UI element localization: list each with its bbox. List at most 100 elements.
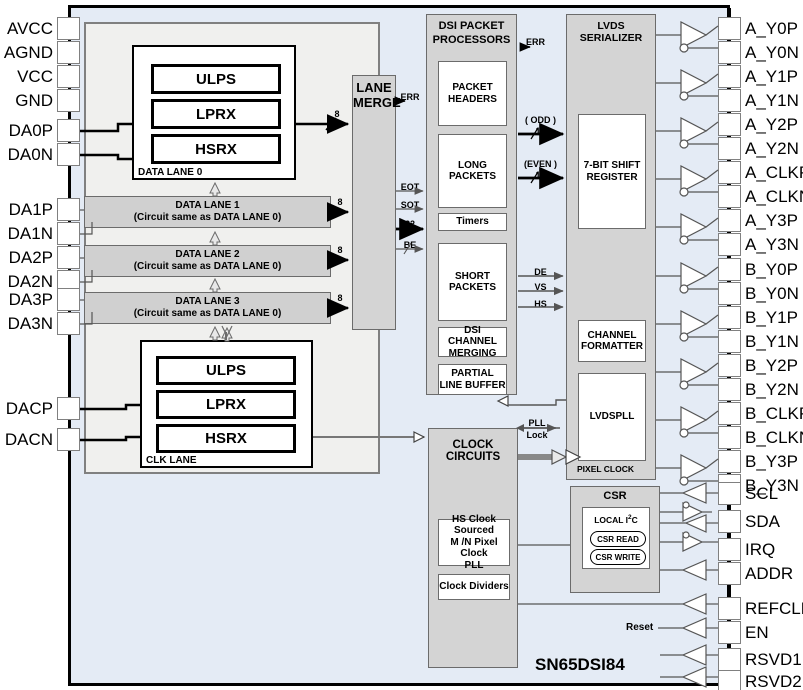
lvds-shift-register: 7-BIT SHIFT REGISTER xyxy=(578,114,646,229)
pin-label-b_y1n: B_Y1N xyxy=(745,332,799,351)
pin-label-rsvd2: RSVD2 xyxy=(745,672,802,690)
lane-merge-block: LANE MERGE xyxy=(352,75,401,330)
pin-a_clkp xyxy=(718,161,741,184)
dpp-short-packets: SHORT PACKETS xyxy=(438,243,507,321)
clk-lane-hsrx: HSRX xyxy=(156,424,296,453)
pin-label-da3n: DA3N xyxy=(7,314,53,333)
pin-b_clkp xyxy=(718,402,741,425)
dpp-timers-label: Timers xyxy=(456,216,489,228)
dpp-output-signal: VS xyxy=(534,282,547,292)
pin-a_y1p xyxy=(718,65,741,88)
csr-i2c-post: C xyxy=(631,514,638,525)
pin-da1p xyxy=(57,198,80,221)
dsi-packet-processors-block: DSI PACKET PROCESSORS PACKET HEADERS LON… xyxy=(426,14,517,395)
pin-label-b_y0p: B_Y0P xyxy=(745,260,798,279)
pin-label-b_clkn: B_CLKN xyxy=(745,428,803,447)
data-lane-2-title: DATA LANE 2 xyxy=(175,248,240,260)
pin-label-a_y1n: A_Y1N xyxy=(745,91,799,110)
data-lane-3-subtitle: (Circuit same as DATA LANE 0) xyxy=(133,308,282,319)
csr-read-button[interactable]: CSR READ xyxy=(597,534,639,544)
pin-dacn xyxy=(57,428,80,451)
pin-gnd xyxy=(57,89,80,112)
pin-irq xyxy=(718,538,741,561)
csr-write-button[interactable]: CSR WRITE xyxy=(595,552,641,562)
clock-pll-l2: M /N Pixel Clock xyxy=(450,536,498,560)
pin-dacp xyxy=(57,397,80,420)
data-lane-0-lprx: LPRX xyxy=(151,99,281,129)
clock-circuits-block: CLOCK CIRCUITS HS Clock Sourced M /N Pix… xyxy=(428,428,518,668)
pin-label-a_y3p: A_Y3P xyxy=(745,211,798,230)
dpp-dsi-channel-merging: DSI CHANNEL MERGING xyxy=(438,324,507,359)
pll-lock-l2: Lock xyxy=(526,429,548,440)
pin-label-da0p: DA0P xyxy=(8,121,53,140)
clk-lane-block: ULPS LPRX HSRX CLK LANE xyxy=(140,340,313,468)
pin-label-b_y1p: B_Y1P xyxy=(745,308,798,327)
pin-a_clkn xyxy=(718,185,741,208)
pin-en xyxy=(718,621,741,644)
pin-label-da2p: DA2P xyxy=(8,248,53,267)
data-lane-0-block: ULPS LPRX HSRX DATA LANE 0 xyxy=(132,45,296,180)
pin-a_y3p xyxy=(718,209,741,232)
pin-label-b_y0n: B_Y0N xyxy=(745,284,799,303)
reset-label: Reset xyxy=(626,622,654,633)
part-number-label: SN65DSI84 xyxy=(535,655,625,674)
dpp-partial-line-buffer: PARTIAL LINE BUFFER xyxy=(438,364,507,395)
pin-label-refclk: REFCLK xyxy=(745,599,803,618)
pll-lock-l1: PLL xyxy=(528,418,546,428)
pin-label-dacp: DACP xyxy=(5,399,53,418)
clk-lane-lprx: LPRX xyxy=(156,390,296,419)
clk-lane-ulps: ULPS xyxy=(156,356,296,385)
pin-a_y2n xyxy=(718,137,741,160)
pin-label-b_y2n: B_Y2N xyxy=(745,380,799,399)
pin-label-gnd: GND xyxy=(15,91,53,110)
pin-label-dacn: DACN xyxy=(4,430,53,449)
dpp-long-packets: LONG PACKETS xyxy=(438,134,507,208)
pin-sda xyxy=(718,510,741,533)
clock-pll-l1: HS Clock Sourced xyxy=(452,513,496,537)
pin-b_y2n xyxy=(718,378,741,401)
dpp-channel-merging-l1: DSI CHANNEL xyxy=(448,324,497,348)
data-lane-0-hsrx: HSRX xyxy=(151,134,281,164)
pin-label-a_y0p: A_Y0P xyxy=(745,19,798,38)
dpp-short-packets-label: SHORT PACKETS xyxy=(448,270,497,294)
csr-title: CSR xyxy=(603,490,627,502)
lane-merge-signal-sot: SOT xyxy=(400,200,420,210)
pin-refclk xyxy=(718,597,741,620)
data-lane-3-title: DATA LANE 3 xyxy=(175,295,240,307)
dpp-packet-headers: PACKET HEADERS xyxy=(438,61,507,126)
lane-merge-line2: MERGE xyxy=(353,94,401,110)
pin-label-a_y2p: A_Y2P xyxy=(745,115,798,134)
dpp-title-line1: DSI PACKET xyxy=(438,20,505,32)
pin-label-b_y3p: B_Y3P xyxy=(745,452,798,471)
bus-width-label: 8 xyxy=(337,245,343,255)
pin-label-b_y3n: B_Y3N xyxy=(745,476,799,495)
dpp-long-packets-label: LONG PACKETS xyxy=(448,159,497,183)
pin-label-a_y1p: A_Y1P xyxy=(745,67,798,86)
pin-b_y1n xyxy=(718,330,741,353)
data-lane-1-subtitle: (Circuit same as DATA LANE 0) xyxy=(133,212,282,223)
pin-label-vcc: VCC xyxy=(17,67,53,86)
data-lane-0-caption: DATA LANE 0 xyxy=(138,167,203,178)
lane-merge-signal-err: ERR xyxy=(400,92,420,102)
dpp-partial-line-buffer-l2: LINE BUFFER xyxy=(439,379,506,391)
pin-label-da0n: DA0N xyxy=(7,145,53,164)
clock-pll-block: HS Clock Sourced M /N Pixel Clock PLL xyxy=(438,514,510,571)
dpp-partial-line-buffer-l1: PARTIAL xyxy=(451,368,494,379)
pin-b_y3p xyxy=(718,450,741,473)
dpp-packet-headers-l2: HEADERS xyxy=(448,93,497,105)
pll-lock-label: PLL Lock xyxy=(520,418,554,441)
pin-label-da1p: DA1P xyxy=(8,200,53,219)
pin-b_y1p xyxy=(718,306,741,329)
lvds-shift-register-l2: REGISTER xyxy=(586,171,638,183)
dpp-err-label: ERR xyxy=(526,37,546,47)
pin-label-scl: SCL xyxy=(745,484,779,503)
pin-label-a_y3n: A_Y3N xyxy=(745,235,799,254)
data-lane-1-title: DATA LANE 1 xyxy=(175,199,240,211)
pin-a_y0p xyxy=(718,17,741,40)
dpp-channel-merging-l2: MERGING xyxy=(448,347,497,359)
dpp-output-signal: DE xyxy=(534,267,547,277)
bus-width-label: 8 xyxy=(334,109,340,119)
clk-lane-caption: CLK LANE xyxy=(146,455,197,466)
clock-dividers-block: Clock Dividers xyxy=(438,574,510,600)
pin-label-sda: SDA xyxy=(745,512,780,531)
